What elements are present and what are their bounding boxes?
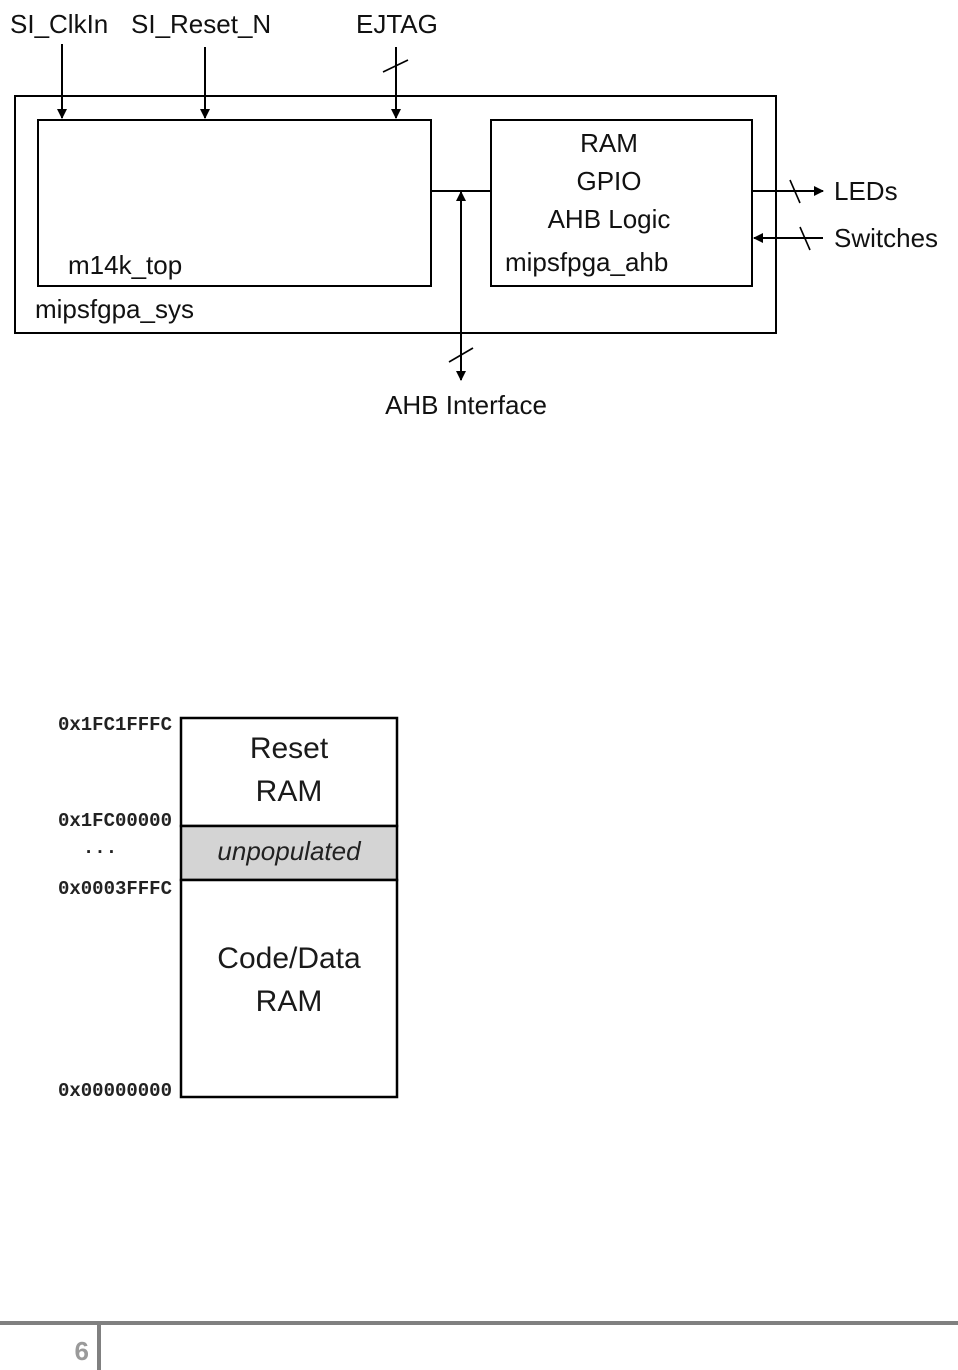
core-block-m14k-top <box>37 119 432 287</box>
outer-block-mipsfgpa-sys <box>14 95 777 334</box>
switches-label: Switches <box>834 223 938 253</box>
address-top: 0x1FC1FFFC <box>58 714 172 736</box>
region-code-data-ram <box>179 878 399 1099</box>
input-label-ejtag: EJTAG <box>356 9 438 39</box>
region-reset-ram-line1: Reset <box>250 732 329 765</box>
core-block-label: m14k_top <box>68 250 182 280</box>
region-reset-ram-line2: RAM <box>256 775 323 808</box>
ahb-block-label: mipsfpga_ahb <box>505 247 668 277</box>
block-diagram: SI_ClkIn SI_Reset_N EJTAG mipsfgpa_sys m… <box>10 9 938 420</box>
ahb-bus-slash <box>448 347 474 363</box>
ahb-block-line-gpio: GPIO <box>576 166 641 196</box>
region-code-data-ram-line1: Code/Data <box>217 942 361 975</box>
memory-map: Reset RAM unpopulated Code/Data RAM 0x1F… <box>58 714 399 1102</box>
ahb-block-mipsfpga-ahb <box>490 119 753 287</box>
input-label-clkin: SI_ClkIn <box>10 9 108 39</box>
region-unpopulated-label: unpopulated <box>217 836 362 866</box>
address-reset-base: 0x1FC00000 <box>58 810 172 832</box>
outer-block-label: mipsfgpa_sys <box>35 294 194 324</box>
address-ellipsis: ... <box>83 837 117 859</box>
page-number: 6 <box>75 1336 89 1366</box>
leds-bus-slash <box>789 179 801 204</box>
page-footer: 6 <box>0 1321 958 1370</box>
ahb-block-line-ram: RAM <box>580 128 638 158</box>
ejtag-bus-slash <box>382 59 409 73</box>
input-label-reset: SI_Reset_N <box>131 9 271 39</box>
ahb-block-line-ahb-logic: AHB Logic <box>548 204 671 234</box>
leds-label: LEDs <box>834 176 898 206</box>
address-bottom: 0x00000000 <box>58 1080 172 1102</box>
address-code-top: 0x0003FFFC <box>58 878 172 900</box>
region-code-data-ram-line2: RAM <box>256 985 323 1018</box>
switches-bus-slash <box>799 226 811 251</box>
ahb-interface-label: AHB Interface <box>385 390 547 420</box>
